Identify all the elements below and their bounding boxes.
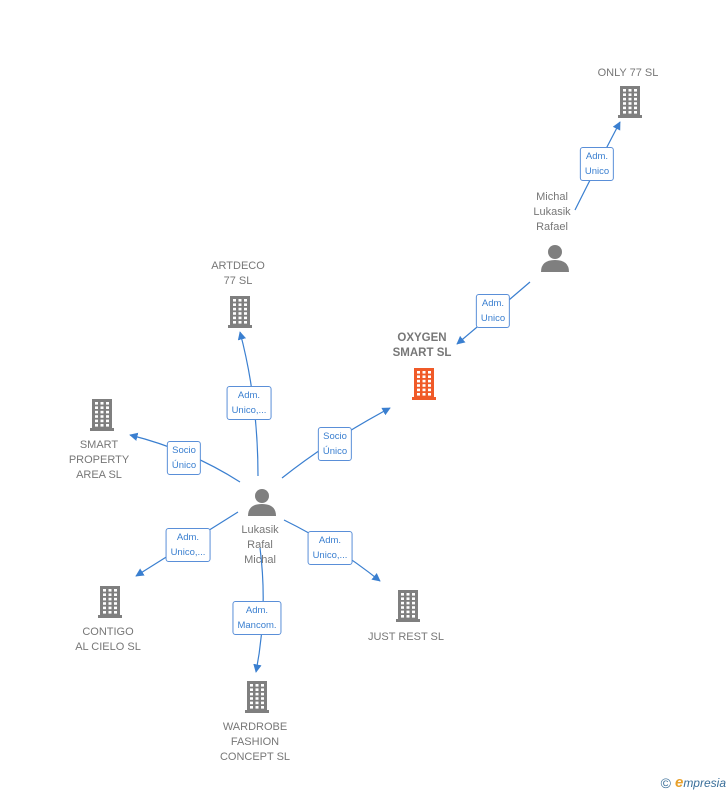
edge-label-michal-only77[interactable]: Adm. Unico: [579, 147, 615, 181]
node-label-michal[interactable]: Michal Lukasik Rafael: [533, 191, 571, 233]
building-icon-only77[interactable]: [618, 86, 642, 118]
node-label-smart[interactable]: SMART PROPERTY AREA SL: [68, 439, 130, 481]
edge-label-lukasik-contigo[interactable]: Adm. Unico,...: [165, 528, 211, 562]
building-icon-oxygen[interactable]: [412, 368, 436, 400]
node-label-contigo[interactable]: CONTIGO AL CIELO SL: [75, 626, 141, 653]
person-icon-michal[interactable]: [541, 245, 569, 272]
building-icon-smart[interactable]: [90, 399, 114, 431]
person-icon-lukasik[interactable]: [248, 489, 276, 516]
nodes-layer: [90, 86, 642, 713]
edge-label-lukasik-smart[interactable]: Socio Único: [166, 441, 202, 475]
edge-label-lukasik-justrest[interactable]: Adm. Unico,...: [307, 531, 353, 565]
node-label-only77[interactable]: ONLY 77 SL: [597, 67, 659, 79]
copyright-icon: ©: [660, 774, 671, 791]
node-label-wardrobe[interactable]: WARDROBE FASHION CONCEPT SL: [219, 721, 291, 763]
brand-logo: empresia: [674, 774, 726, 791]
edge-label-lukasik-wardrobe[interactable]: Adm. Mancom.: [232, 601, 282, 635]
building-icon-justrest[interactable]: [396, 590, 420, 622]
building-icon-artdeco[interactable]: [228, 296, 252, 328]
node-label-lukasik[interactable]: Lukasik Rafal Michal: [241, 524, 279, 566]
edge-label-lukasik-artdeco[interactable]: Adm. Unico,...: [226, 386, 272, 420]
building-icon-wardrobe[interactable]: [245, 681, 269, 713]
empresia-brand: © empresia: [661, 774, 726, 791]
node-label-justrest[interactable]: JUST REST SL: [367, 631, 445, 643]
edge-label-michal-oxygen[interactable]: Adm. Unico: [475, 294, 511, 328]
edge-label-lukasik-oxygen[interactable]: Socio Único: [317, 427, 353, 461]
building-icon-contigo[interactable]: [98, 586, 122, 618]
node-label-artdeco[interactable]: ARTDECO 77 SL: [211, 260, 265, 287]
node-label-oxygen[interactable]: OXYGEN SMART SL: [392, 332, 452, 359]
